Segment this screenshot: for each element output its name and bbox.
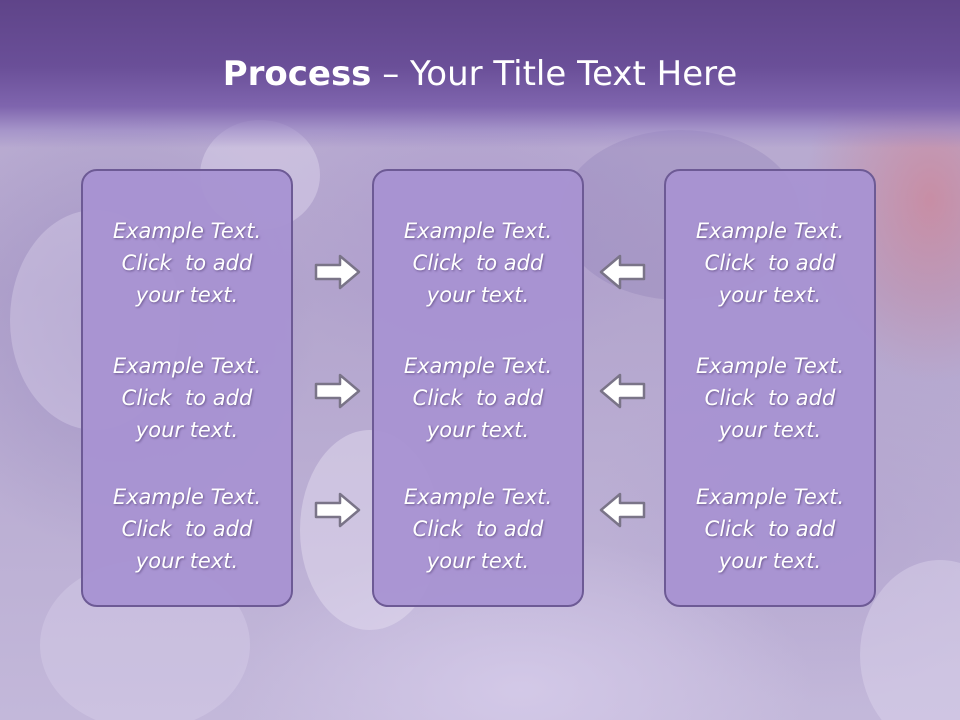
arrow-right-icon[interactable] bbox=[314, 491, 362, 529]
text-line: Click to add bbox=[412, 386, 544, 410]
text-line: Example Text. bbox=[403, 219, 553, 243]
text-block[interactable]: Example Text. Click to add your text. bbox=[83, 481, 291, 577]
text-line: your text. bbox=[135, 283, 239, 307]
text-block[interactable]: Example Text. Click to add your text. bbox=[666, 350, 874, 446]
panel-middle[interactable]: Example Text. Click to add your text. Ex… bbox=[372, 169, 584, 607]
text-line: your text. bbox=[718, 549, 822, 573]
text-block[interactable]: Example Text. Click to add your text. bbox=[83, 350, 291, 446]
panel-right[interactable]: Example Text. Click to add your text. Ex… bbox=[664, 169, 876, 607]
text-line: Example Text. bbox=[403, 485, 553, 509]
text-line: your text. bbox=[135, 549, 239, 573]
text-block[interactable]: Example Text. Click to add your text. bbox=[666, 481, 874, 577]
text-block[interactable]: Example Text. Click to add your text. bbox=[374, 215, 582, 311]
arrow-left-icon[interactable] bbox=[598, 372, 646, 410]
text-block[interactable]: Example Text. Click to add your text. bbox=[666, 215, 874, 311]
text-line: Example Text. bbox=[695, 485, 845, 509]
arrow-left-icon[interactable] bbox=[598, 491, 646, 529]
text-line: Example Text. bbox=[112, 485, 262, 509]
text-line: Example Text. bbox=[112, 219, 262, 243]
text-line: Click to add bbox=[412, 517, 544, 541]
arrow-left-icon[interactable] bbox=[598, 253, 646, 291]
slide-title[interactable]: Process – Your Title Text Here bbox=[0, 52, 960, 96]
text-line: your text. bbox=[718, 283, 822, 307]
text-block[interactable]: Example Text. Click to add your text. bbox=[374, 481, 582, 577]
text-line: Click to add bbox=[121, 251, 253, 275]
text-line: your text. bbox=[426, 283, 530, 307]
text-line: Click to add bbox=[704, 251, 836, 275]
text-block[interactable]: Example Text. Click to add your text. bbox=[374, 350, 582, 446]
title-bold: Process bbox=[222, 54, 372, 94]
text-line: your text. bbox=[718, 418, 822, 442]
text-line: Click to add bbox=[704, 386, 836, 410]
text-line: Click to add bbox=[121, 517, 253, 541]
text-line: your text. bbox=[135, 418, 239, 442]
text-line: Click to add bbox=[121, 386, 253, 410]
arrow-right-icon[interactable] bbox=[314, 253, 362, 291]
text-line: Example Text. bbox=[112, 354, 262, 378]
text-line: your text. bbox=[426, 549, 530, 573]
text-line: Example Text. bbox=[695, 219, 845, 243]
arrow-right-icon[interactable] bbox=[314, 372, 362, 410]
text-line: Click to add bbox=[704, 517, 836, 541]
text-line: Example Text. bbox=[695, 354, 845, 378]
text-line: Click to add bbox=[412, 251, 544, 275]
text-line: your text. bbox=[426, 418, 530, 442]
text-block[interactable]: Example Text. Click to add your text. bbox=[83, 215, 291, 311]
title-rest: – Your Title Text Here bbox=[371, 54, 738, 94]
title-bar bbox=[0, 0, 960, 148]
panel-left[interactable]: Example Text. Click to add your text. Ex… bbox=[81, 169, 293, 607]
text-line: Example Text. bbox=[403, 354, 553, 378]
